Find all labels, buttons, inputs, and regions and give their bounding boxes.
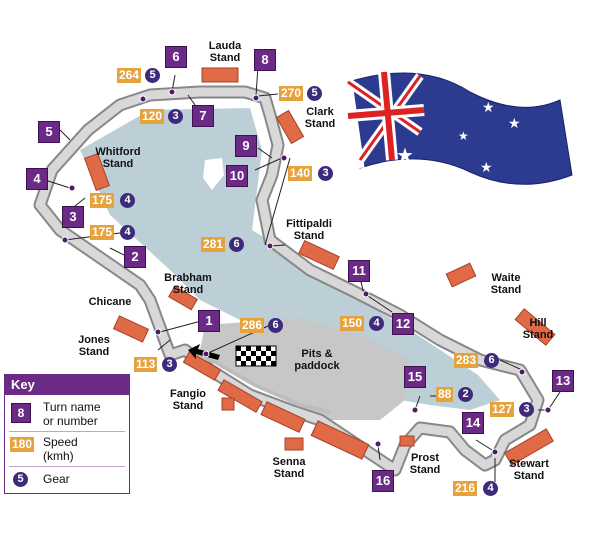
turn-12-marker: 12 bbox=[392, 313, 414, 335]
stand-block-lauda bbox=[201, 67, 239, 83]
gear-circle: 4 bbox=[120, 225, 135, 240]
stand-block-prost bbox=[399, 435, 415, 447]
turn-9-marker: 9 bbox=[235, 135, 257, 157]
key-gear-sample: 5 bbox=[13, 472, 28, 487]
turn-5-marker: 5 bbox=[38, 121, 60, 143]
key-divider bbox=[9, 431, 125, 432]
stand-label-waite: Waite Stand bbox=[490, 272, 522, 296]
pits-paddock-label: Pits & paddock bbox=[294, 348, 340, 372]
gear-circle: 5 bbox=[145, 68, 160, 83]
speed-box: 175 bbox=[90, 193, 115, 208]
stand-block-extra bbox=[221, 397, 235, 411]
stand-block-whitford bbox=[83, 152, 111, 192]
speed-box: 175 bbox=[90, 225, 115, 240]
turn-15-marker: 15 bbox=[404, 366, 426, 388]
turn-7-marker: 7 bbox=[192, 105, 214, 127]
speed-box: 281 bbox=[201, 237, 226, 252]
gear-circle: 4 bbox=[369, 316, 384, 331]
stand-block-brabham bbox=[168, 285, 198, 311]
turn-4-marker: 4 bbox=[26, 168, 48, 190]
turn-14-marker: 14 bbox=[462, 412, 484, 434]
key-turn-desc-2: or number bbox=[43, 414, 98, 428]
pit-lane bbox=[189, 350, 331, 414]
svg-text:★: ★ bbox=[458, 129, 469, 143]
gear-circle: 6 bbox=[268, 318, 283, 333]
key-gear-desc: Gear bbox=[43, 472, 70, 486]
turn-13-marker: 13 bbox=[552, 370, 574, 392]
key-speed-desc-1: Speed bbox=[43, 435, 78, 449]
stand-block-fangio-1 bbox=[182, 351, 222, 381]
gear-circle: 5 bbox=[307, 86, 322, 101]
stand-label-fangio: Fangio Stand bbox=[169, 388, 207, 412]
turn-16-marker: 16 bbox=[372, 470, 394, 492]
gear-circle: 3 bbox=[318, 166, 333, 181]
australian-flag: ★ ★ ★ ★ ★ bbox=[343, 71, 573, 185]
speed-box: 286 bbox=[240, 318, 265, 333]
key-divider bbox=[9, 466, 125, 467]
stand-label-stewart: Stewart Stand bbox=[509, 458, 549, 482]
speed-box: 140 bbox=[288, 166, 313, 181]
chequered-flag-icon bbox=[235, 345, 277, 367]
stand-block-jones bbox=[112, 315, 150, 343]
gear-circle: 3 bbox=[162, 357, 177, 372]
stand-block-waite bbox=[445, 262, 477, 288]
turn-6-marker: 6 bbox=[165, 46, 187, 68]
stand-label-hill: Hill Stand bbox=[522, 317, 554, 341]
lake-island bbox=[203, 158, 224, 190]
gear-circle: 3 bbox=[168, 109, 183, 124]
gear-circle: 2 bbox=[458, 387, 473, 402]
key-turn-desc-1: Turn name bbox=[43, 400, 101, 414]
stand-block-senna-2 bbox=[310, 420, 370, 460]
key-speed-sample: 180 bbox=[10, 437, 35, 452]
svg-text:★: ★ bbox=[480, 160, 493, 176]
stand-label-brabham: Brabham Stand bbox=[164, 272, 212, 296]
turn-11-marker: 11 bbox=[348, 260, 370, 282]
stand-block-stewart bbox=[504, 428, 554, 466]
key-turn-sample: 8 bbox=[11, 403, 31, 423]
gear-circle: 3 bbox=[519, 402, 534, 417]
svg-text:★: ★ bbox=[508, 116, 521, 132]
stand-block-extra-2 bbox=[284, 437, 304, 451]
speed-box: 120 bbox=[140, 109, 165, 124]
stand-label-clark: Clark Stand bbox=[304, 106, 336, 130]
stand-label-jones: Jones Stand bbox=[78, 334, 110, 358]
svg-text:★: ★ bbox=[482, 100, 495, 116]
stand-label-lauda: Lauda Stand bbox=[208, 40, 242, 64]
speed-box: 150 bbox=[340, 316, 365, 331]
chicane-label: Chicane bbox=[88, 296, 132, 308]
speed-box: 127 bbox=[490, 402, 515, 417]
pits-paddock-area bbox=[200, 318, 410, 420]
speed-box: 216 bbox=[453, 481, 478, 496]
gear-circle: 6 bbox=[484, 353, 499, 368]
gear-circle: 4 bbox=[120, 193, 135, 208]
speed-box: 113 bbox=[134, 357, 158, 372]
key-speed-desc-2: (kmh) bbox=[43, 449, 74, 463]
stand-label-prost: Prost Stand bbox=[409, 452, 441, 476]
gear-circle: 4 bbox=[483, 481, 498, 496]
stand-block-fittipaldi bbox=[298, 239, 340, 271]
stand-block-clark bbox=[275, 109, 305, 145]
turn-8-marker: 8 bbox=[254, 49, 276, 71]
stand-label-whitford: Whitford Stand bbox=[95, 146, 141, 170]
turn-10-marker: 10 bbox=[226, 165, 248, 187]
speed-box: 270 bbox=[279, 86, 304, 101]
stand-block-fangio-2 bbox=[217, 379, 263, 413]
speed-box: 264 bbox=[117, 68, 142, 83]
turn-1-marker: 1 bbox=[198, 310, 220, 332]
turn-2-marker: 2 bbox=[124, 246, 146, 268]
stand-block-senna-1 bbox=[260, 401, 306, 433]
stand-block-hill bbox=[514, 308, 556, 346]
gear-circle: 6 bbox=[229, 237, 244, 252]
key-title: Key bbox=[5, 375, 129, 395]
svg-text:★: ★ bbox=[396, 143, 414, 167]
race-track-surface bbox=[35, 87, 543, 475]
stand-label-fittipaldi: Fittipaldi Stand bbox=[286, 218, 332, 242]
speed-box: 283 bbox=[454, 353, 479, 368]
stand-label-senna: Senna Stand bbox=[272, 456, 306, 480]
speed-box: 88 bbox=[436, 387, 454, 402]
turn-3-marker: 3 bbox=[62, 206, 84, 228]
map-key: Key 8 Turn name or number 180 Speed (kmh… bbox=[4, 374, 130, 494]
